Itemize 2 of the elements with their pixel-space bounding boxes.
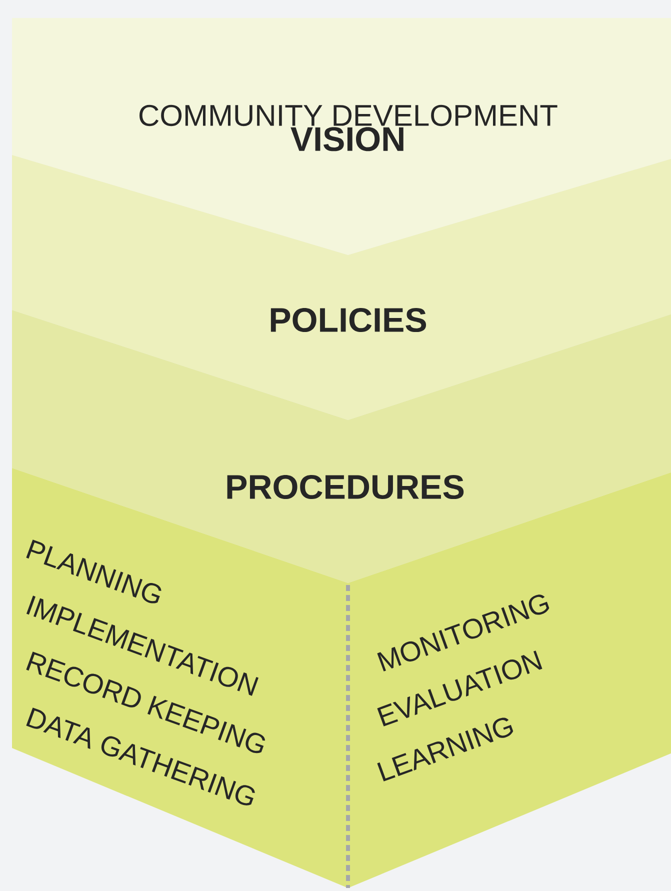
chevron-band: POLICIES	[12, 155, 671, 420]
chevron-band: COMMUNITY DEVELOPMENT VISION	[12, 18, 671, 255]
